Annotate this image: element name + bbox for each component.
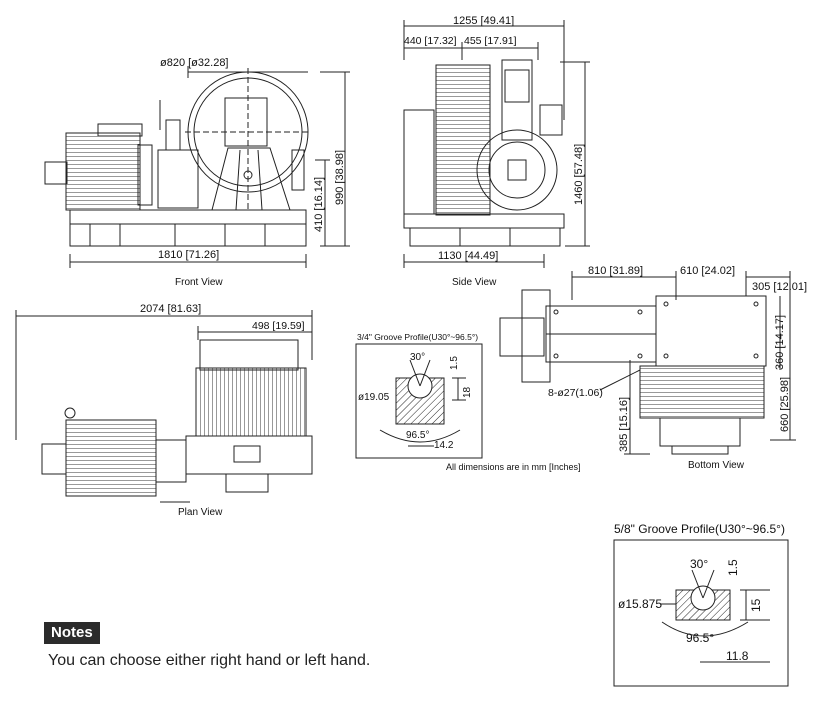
- front-brake: [157, 149, 199, 209]
- front-sheave-dim: ø820 [ø32.28]: [160, 57, 229, 69]
- side-sheave-grooves: [435, 64, 491, 216]
- groove-34-diameter: ø19.05: [358, 392, 390, 403]
- front-view-label: Front View: [175, 277, 223, 288]
- bottom-view-label: Bottom View: [688, 460, 745, 471]
- front-length-dim: 1810 [71.26]: [158, 249, 219, 261]
- bottom-view: [499, 271, 796, 455]
- groove-58-box: [613, 539, 789, 687]
- all-dims-note: All dimensions are in mm [Inches]: [446, 462, 581, 472]
- front-height-dim: 990 [38.98]: [334, 150, 346, 205]
- side-view-label: Side View: [452, 277, 497, 288]
- plan-sheave: [195, 367, 307, 437]
- groove-58-angle-bottom: 96.5°: [686, 631, 714, 645]
- groove-58-title: 5/8" Groove Profile(U30°~96.5°): [614, 522, 785, 536]
- groove-34-angle-bottom: 96.5°: [406, 430, 429, 441]
- front-axis-dim: 410 [16.14]: [313, 177, 325, 232]
- bottom-dim-810: 810 [31.89]: [588, 265, 643, 277]
- side-motor: [476, 129, 558, 211]
- front-motor: [65, 132, 141, 211]
- bottom-dim-305: 305 [12.01]: [752, 281, 807, 293]
- groove-34-box: [355, 343, 483, 459]
- groove-34-angle-top: 30°: [410, 352, 425, 363]
- plan-offset-dim: 498 [19.59]: [252, 320, 305, 332]
- groove-58-diameter: ø15.875: [618, 597, 662, 611]
- side-view: [403, 20, 590, 268]
- front-base-frame: [69, 209, 307, 225]
- groove-58-angle-top: 30°: [690, 557, 708, 571]
- side-frame-left: [403, 109, 435, 215]
- bottom-sheave: [639, 365, 765, 419]
- plan-gear-housing: [185, 435, 313, 475]
- bottom-dim-660: 660 [25.98]: [779, 377, 791, 432]
- groove-34-title: 3/4" Groove Profile(U30°~96.5°): [357, 332, 478, 342]
- groove-34-depth-b: 18: [462, 386, 473, 398]
- side-height-dim: 1460 [57.48]: [573, 144, 585, 205]
- groove-58-depth-a: 1.5: [726, 559, 740, 576]
- front-motor-cap: [44, 161, 68, 185]
- groove-34-depth-a: 1.5: [449, 356, 460, 370]
- plan-view: [15, 310, 313, 503]
- groove-58-width: 11.8: [726, 649, 749, 663]
- side-right-dim: 455 [17.91]: [464, 35, 517, 47]
- plan-motor-cap: [41, 443, 67, 475]
- bottom-dim-610: 610 [24.02]: [680, 265, 735, 277]
- side-base: [409, 227, 561, 247]
- groove-34-width: 14.2: [434, 440, 454, 451]
- notes-text: You can choose either right hand or left…: [48, 652, 371, 669]
- front-view: [44, 66, 350, 268]
- side-width-dim: 1255 [49.41]: [453, 15, 514, 27]
- side-base-dim: 1130 [44.49]: [438, 250, 498, 262]
- plan-view-label: Plan View: [178, 507, 223, 518]
- side-left-dim: 440 [17.32]: [404, 35, 457, 47]
- notes-label: Notes: [44, 622, 100, 644]
- bottom-holes-dim: 8-ø27(1.06): [548, 387, 603, 399]
- groove-58-depth-b: 15: [749, 598, 763, 612]
- plan-motor: [65, 419, 157, 497]
- bottom-dim-385: 385 [15.16]: [618, 397, 630, 452]
- plan-length-dim: 2074 [81.63]: [140, 303, 201, 315]
- bottom-dim-360: 360 [14.17]: [774, 315, 786, 370]
